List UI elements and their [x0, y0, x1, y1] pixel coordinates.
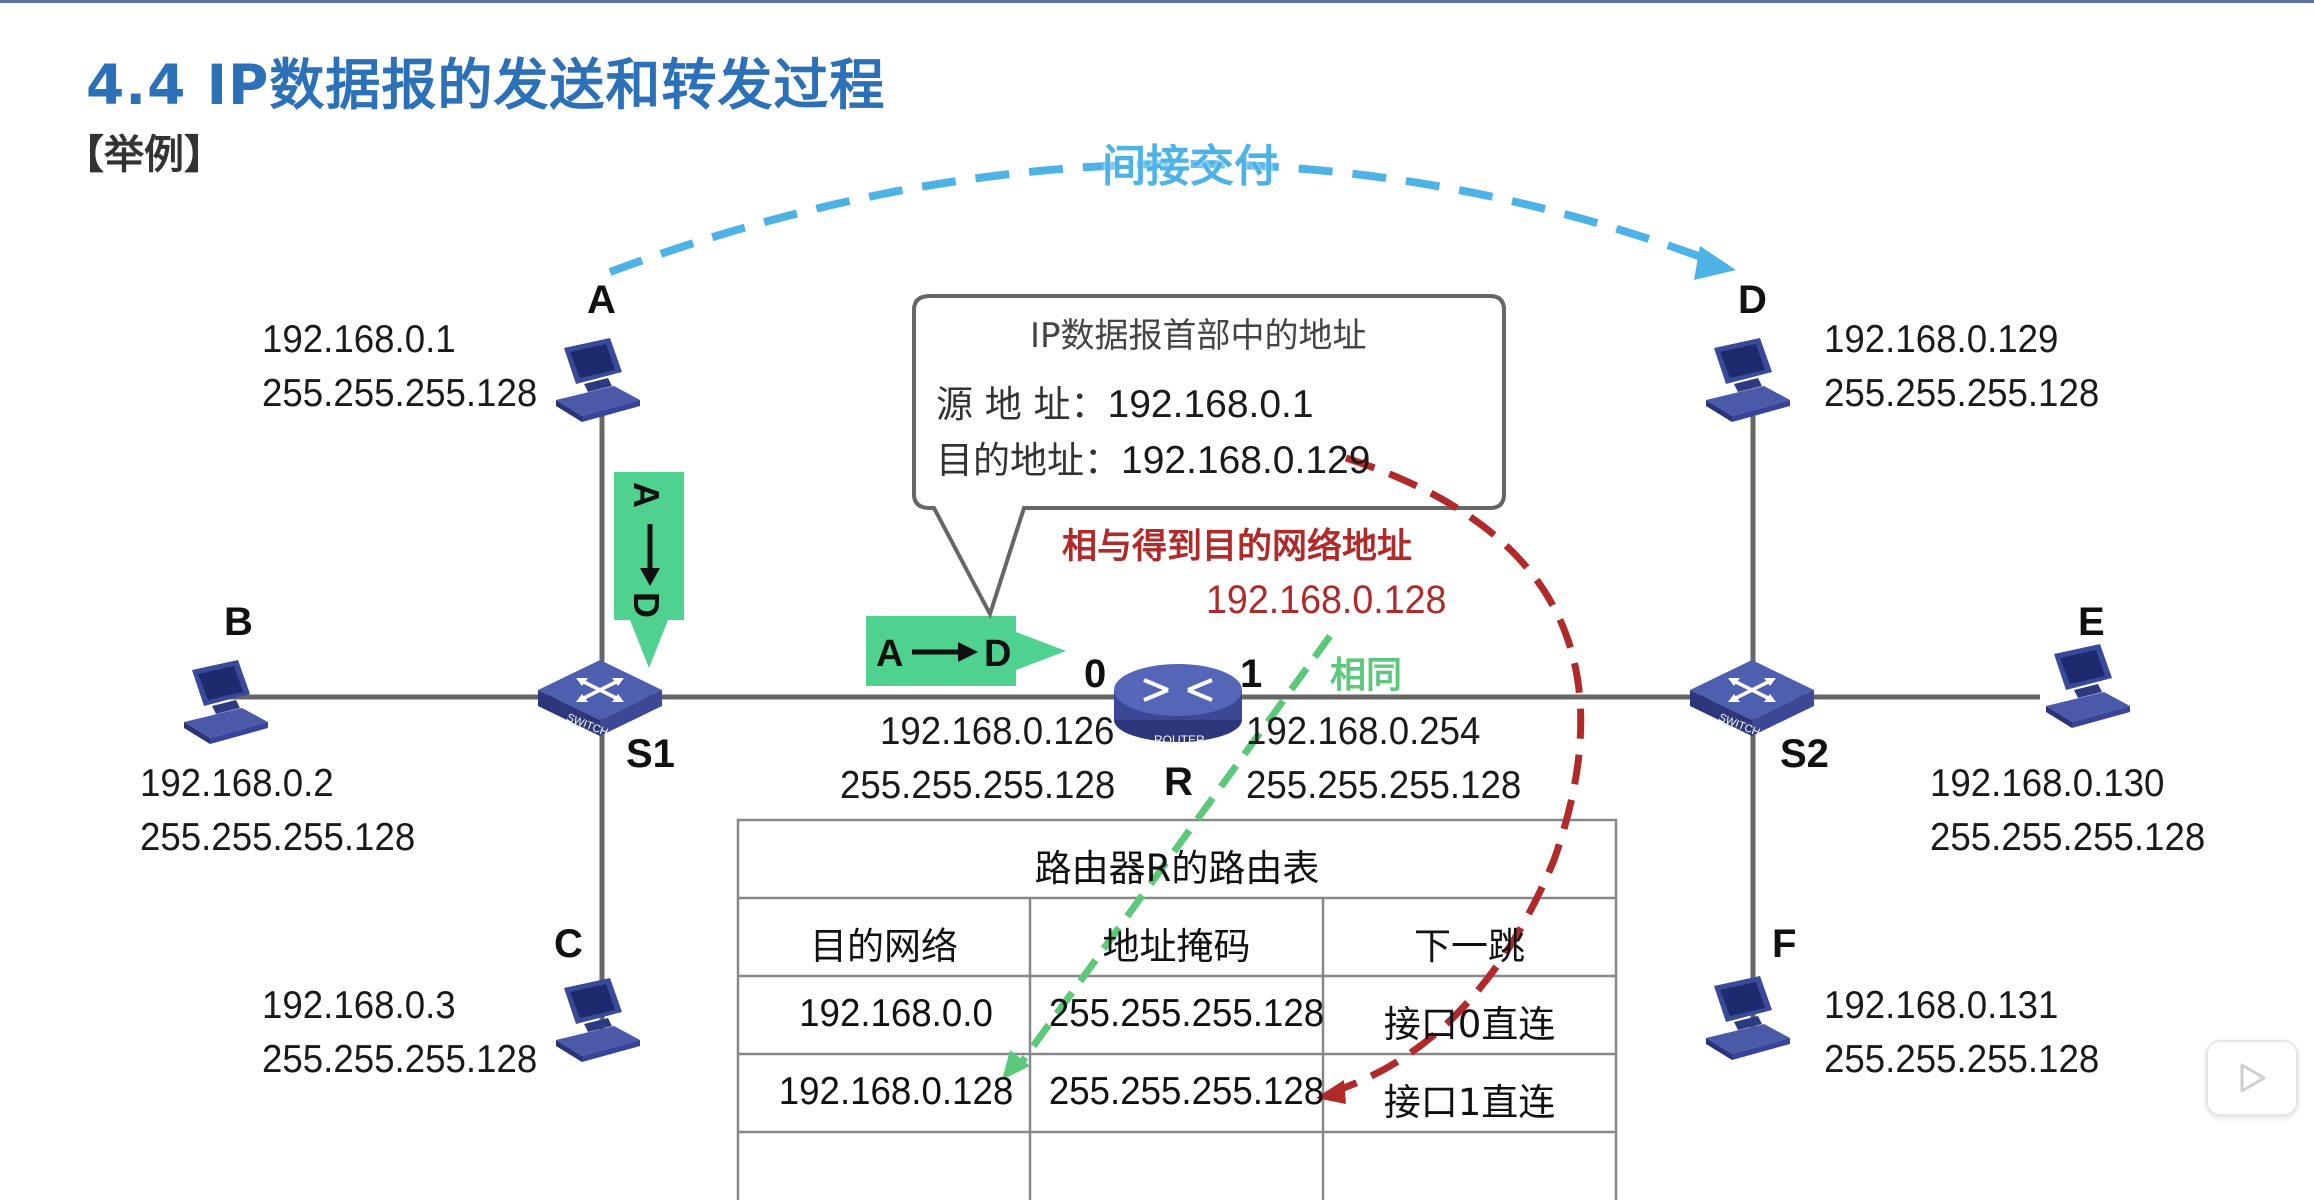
callout-dst-value: 192.168.0.129 [1121, 439, 1371, 482]
packet-horizontal: A D [866, 616, 1066, 686]
node-a-ip: 192.168.0.1 [262, 318, 456, 361]
routing-table-header-dest: 目的网络 [810, 925, 958, 968]
node-b-ip: 192.168.0.2 [140, 762, 334, 805]
indirect-delivery-arrowhead [1694, 246, 1736, 280]
routing-table-cell-r0-nexthop: 接口0直连 [1383, 1003, 1556, 1046]
routing-table-header-nexthop: 下一跳 [1414, 925, 1525, 968]
node-d-mask: 255.255.255.128 [1824, 372, 2100, 415]
node-d-ip: 192.168.0.129 [1824, 318, 2059, 361]
router-iface1-label: 1 [1240, 652, 1263, 696]
node-a-label: A [587, 278, 616, 322]
router-label: R [1164, 760, 1193, 804]
compare-same-line [1013, 633, 1333, 1073]
node-e-label: E [2078, 600, 2105, 644]
callout-dst-label: 目的地址： [936, 439, 1121, 482]
callout-src-label: 源 地 址： [936, 383, 1108, 426]
callout-box [912, 294, 1506, 620]
packet-horizontal-src: A [876, 633, 903, 675]
node-f-ip: 192.168.0.131 [1824, 984, 2059, 1027]
computer-icon-c [556, 978, 640, 1062]
router-iface0-label: 0 [1084, 652, 1107, 696]
node-c-label: C [554, 922, 583, 966]
node-b-label: B [224, 600, 253, 644]
router-iface0-ip: 192.168.0.126 [880, 710, 1115, 753]
router-iface1-mask: 255.255.255.128 [1246, 764, 1522, 807]
indirect-delivery-label: 间接交付 [1102, 141, 1278, 192]
computer-icon-d [1706, 338, 1790, 422]
and-result-value: 192.168.0.128 [1206, 578, 1447, 622]
play-button[interactable] [2206, 1040, 2298, 1116]
computer-icon-e [2046, 644, 2130, 728]
node-e-ip: 192.168.0.130 [1930, 762, 2165, 805]
router-icon: ROUTER [1114, 664, 1242, 747]
node-f-mask: 255.255.255.128 [1824, 1038, 2100, 1081]
switch-s2-label: S2 [1780, 732, 1829, 776]
top-border-line [0, 0, 2314, 3]
node-c-mask: 255.255.255.128 [262, 1038, 538, 1081]
routing-table-cell-r0-dest: 192.168.0.0 [799, 992, 993, 1035]
callout-dst-row: 目的地址：192.168.0.129 [936, 430, 1370, 484]
callout-src-row: 源 地 址：192.168.0.1 [936, 374, 1314, 428]
node-f-label: F [1772, 922, 1797, 966]
routing-table-title: 路由器R的路由表 [1034, 847, 1320, 890]
packet-vertical: A D [614, 472, 684, 668]
node-b-mask: 255.255.255.128 [140, 816, 416, 859]
routing-table-header-mask: 地址掩码 [1102, 925, 1251, 968]
routing-table-cell-r1-nexthop: 接口1直连 [1383, 1081, 1556, 1124]
routing-table-grid [736, 818, 1618, 1200]
node-e-mask: 255.255.255.128 [1930, 816, 2206, 859]
routing-table-cell-r1-mask: 255.255.255.128 [1048, 1070, 1325, 1113]
packet-horizontal-dst: D [984, 633, 1011, 675]
compare-same-arrowhead [1002, 1050, 1030, 1080]
node-c-ip: 192.168.0.3 [262, 984, 456, 1027]
routing-table-cell-r0-mask: 255.255.255.128 [1048, 992, 1325, 1035]
and-result-arrowhead [1316, 1080, 1346, 1104]
packet-vertical-dst: D [626, 592, 667, 618]
page-title: 4.4 IP数据报的发送和转发过程 [86, 53, 886, 117]
play-icon [2240, 1063, 2266, 1093]
computer-icon-f [1706, 976, 1790, 1060]
and-result-arc [1336, 454, 1585, 1094]
same-label: 相同 [1330, 655, 1403, 696]
packet-vertical-src: A [626, 482, 667, 508]
callout-title: IP数据报首部中的地址 [1030, 316, 1367, 356]
example-label: 【举例】 [64, 132, 224, 178]
computer-icon-b [184, 660, 268, 744]
switch-s1-label: S1 [626, 732, 675, 776]
router-iface0-mask: 255.255.255.128 [840, 764, 1116, 807]
node-a-mask: 255.255.255.128 [262, 372, 538, 415]
computer-icon-a [556, 338, 640, 422]
callout-src-value: 192.168.0.1 [1107, 383, 1314, 426]
indirect-delivery-arc [608, 159, 1722, 276]
and-result-label: 相与得到目的网络地址 [1062, 527, 1413, 567]
node-d-label: D [1738, 278, 1767, 322]
routing-table-cell-r1-dest: 192.168.0.128 [778, 1070, 1014, 1113]
router-iface1-ip: 192.168.0.254 [1246, 710, 1481, 753]
router-device-text: ROUTER [1154, 733, 1205, 747]
